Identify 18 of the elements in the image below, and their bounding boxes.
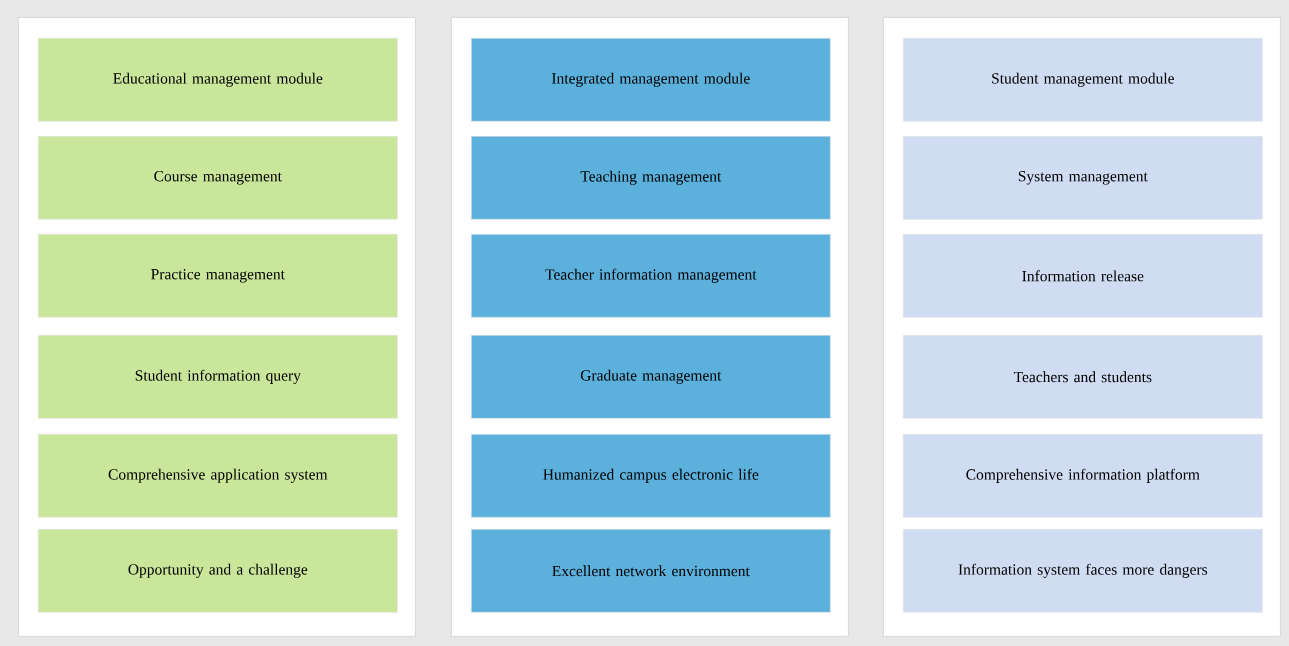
module-box: Excellent network environment [471, 529, 831, 613]
module-box: Comprehensive information platform [903, 434, 1263, 518]
module-box: System management [903, 136, 1263, 220]
module-box: Teaching management [471, 136, 831, 220]
module-box: Information system faces more dangers [903, 529, 1263, 613]
module-box: Course management [38, 136, 398, 220]
module-box: Comprehensive application system [38, 434, 398, 518]
module-box: Student management module [903, 38, 1263, 122]
module-box: Teachers and students [903, 335, 1263, 419]
module-box: Opportunity and a challenge [38, 529, 398, 613]
module-box: Integrated management module [471, 38, 831, 122]
module-box: Educational management module [38, 38, 398, 122]
module-box: Humanized campus electronic life [471, 434, 831, 518]
module-box: Practice management [38, 234, 398, 318]
module-box: Student information query [38, 335, 398, 419]
module-box: Graduate management [471, 335, 831, 419]
module-box: Information release [903, 234, 1263, 318]
module-box: Teacher information management [471, 234, 831, 318]
